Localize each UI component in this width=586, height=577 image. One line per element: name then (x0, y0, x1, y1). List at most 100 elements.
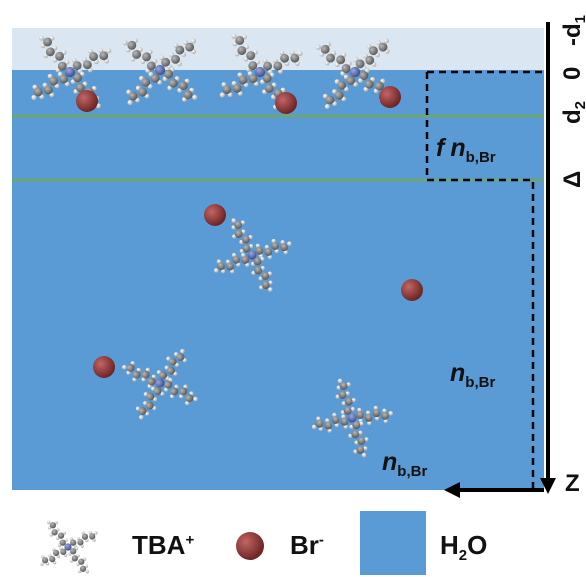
carbon-atom (171, 54, 180, 64)
hydrogen-atom (216, 259, 221, 264)
carbon-atom (336, 55, 346, 65)
surface-excess-profile (425, 70, 544, 490)
hydrogen-atom (231, 218, 236, 223)
carbon-atom (217, 262, 225, 271)
nitrogen-atom (254, 66, 266, 78)
bottom-concentration-label: nb,Br (382, 448, 427, 480)
carbon-atom (343, 406, 352, 415)
carbon-atom (168, 357, 177, 366)
hydrogen-atom (325, 418, 330, 423)
carbon-atom (45, 47, 55, 57)
carbon-atom (364, 413, 373, 422)
carbon-atom (185, 42, 195, 52)
hydrogen-atom (230, 269, 235, 274)
carbon-atom (167, 366, 175, 375)
bromide-ion (204, 204, 226, 226)
carbon-atom (142, 52, 151, 62)
hydrogen-atom (341, 401, 346, 406)
carbon-atom (351, 430, 360, 439)
carbon-atom (153, 387, 162, 396)
hydrogen-atom (297, 50, 303, 56)
hydrogen-atom (219, 92, 225, 98)
carbon-atom (261, 281, 270, 289)
carbon-atom (234, 230, 243, 238)
bottom-axis-arrowhead (444, 482, 460, 498)
hydrogen-atom (373, 405, 378, 411)
carbon-atom (60, 548, 67, 556)
carbon-atom (89, 533, 96, 540)
hydrogen-atom (130, 360, 135, 366)
hydrogen-atom (353, 449, 358, 454)
hydrogen-atom (332, 412, 337, 417)
hydrogen-atom (225, 259, 231, 264)
carbon-atom (337, 80, 347, 90)
carbon-atom (141, 370, 150, 379)
carbon-atom (71, 555, 79, 562)
axis-label-minus-d1: -d1 (559, 15, 586, 46)
hydrogen-atom (350, 407, 355, 412)
nitrogen-atom (64, 66, 76, 78)
legend-water-label: H2O (440, 530, 488, 565)
carbon-atom (320, 44, 330, 54)
carbon-atom (81, 533, 89, 540)
hydrogen-atom (255, 243, 260, 248)
axis-label-zero: 0 (559, 67, 586, 80)
carbon-atom (79, 565, 87, 572)
nitrogen-atom (347, 413, 357, 423)
carbon-atom (273, 61, 283, 71)
hydrogen-atom (126, 370, 131, 375)
hydrogen-atom (349, 424, 354, 429)
carbon-atom (78, 558, 85, 565)
carbon-atom (356, 446, 365, 454)
hydrogen-atom (367, 421, 372, 426)
hydrogen-atom (283, 250, 288, 255)
carbon-atom (364, 79, 374, 89)
z-axis-arrowhead (540, 478, 556, 494)
legend-tba-icon (40, 520, 98, 574)
hydrogen-atom (351, 398, 356, 403)
carbon-atom (255, 246, 264, 255)
legend-water-swatch (360, 511, 426, 575)
carbon-atom (356, 411, 364, 420)
hydrogen-atom (245, 262, 250, 267)
carbon-atom (33, 87, 43, 97)
hydrogen-atom (190, 38, 196, 44)
carbon-atom (261, 272, 270, 280)
hydrogen-atom (145, 367, 150, 372)
carbon-atom (242, 244, 251, 253)
hydrogen-atom (220, 269, 226, 274)
carbon-atom (235, 36, 245, 45)
carbon-atom (357, 437, 366, 445)
carbon-atom (75, 83, 85, 93)
carbon-atom (138, 407, 147, 415)
carbon-atom (128, 91, 138, 101)
hydrogen-atom (151, 374, 156, 379)
carbon-atom (82, 60, 92, 70)
carbon-atom (132, 49, 142, 59)
hydrogen-atom (122, 364, 127, 370)
carbon-atom (264, 248, 273, 256)
carbon-atom (248, 74, 258, 84)
carbon-atom (57, 61, 67, 71)
carbon-atom (339, 382, 348, 390)
hydrogen-atom (39, 35, 45, 41)
carbon-atom (262, 73, 272, 83)
hydrogen-atom (85, 569, 89, 574)
carbon-atom (77, 539, 84, 546)
hydrogen-atom (327, 428, 332, 433)
carbon-atom (254, 266, 262, 275)
hydrogen-atom (267, 287, 273, 292)
hydrogen-atom (383, 38, 389, 44)
carbon-atom (234, 221, 243, 229)
hydrogen-atom (240, 253, 246, 258)
carbon-atom (164, 69, 174, 79)
carbon-atom (126, 363, 135, 372)
carbon-atom (241, 256, 250, 264)
carbon-atom (374, 81, 384, 91)
hydrogen-atom (334, 422, 339, 428)
carbon-atom (176, 353, 185, 361)
axis-labels: -d1 0 d2 Δ Z (559, 15, 586, 497)
carbon-atom (232, 83, 242, 93)
carbon-atom (175, 45, 185, 55)
